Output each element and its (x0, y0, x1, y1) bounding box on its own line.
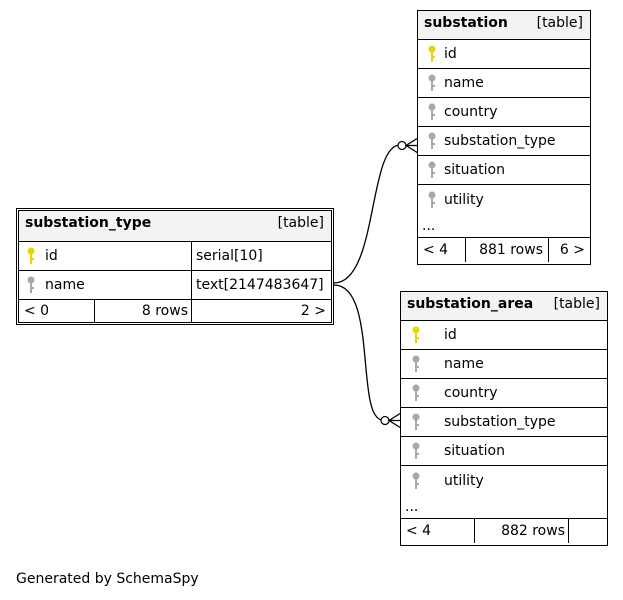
column-row-substation-type[interactable]: substation_type (418, 127, 590, 156)
footer-divider (94, 300, 95, 322)
parents-count-link[interactable]: < 4 (423, 242, 449, 258)
edge-area-to-type (333, 284, 384, 421)
row-count: 881 rows (479, 242, 543, 258)
footer-divider (548, 238, 549, 262)
children-count-link[interactable]: 6 > (559, 242, 585, 258)
column-row-id[interactable]: id (418, 40, 590, 69)
more-columns-row: ... (401, 495, 607, 519)
table-header: substation_type [table] (19, 211, 331, 242)
column-row-country[interactable]: country (418, 98, 590, 127)
column-type: text[2147483647] (196, 277, 324, 293)
column-key-icon (412, 472, 420, 490)
column-row-country[interactable]: country (401, 379, 607, 408)
generated-by-label: Generated by SchemaSpy (16, 571, 199, 587)
column-key-icon (412, 384, 420, 402)
column-key-icon (412, 413, 420, 431)
footer-divider (465, 238, 466, 262)
column-key-icon (412, 355, 420, 373)
edge-crowfoot-marker (404, 137, 419, 154)
column-name: substation_type (444, 414, 556, 430)
table-kind-label: [table] (536, 15, 583, 31)
column-divider (191, 242, 192, 270)
column-name: name (444, 75, 484, 91)
parents-count-link[interactable]: < 0 (24, 303, 50, 319)
column-row-utility[interactable]: utility (418, 185, 590, 214)
column-name: situation (444, 443, 505, 459)
column-name: name (45, 277, 85, 293)
column-key-icon (428, 191, 436, 209)
primary-key-icon (412, 326, 420, 344)
column-row-utility[interactable]: utility (401, 466, 607, 495)
column-name: id (444, 46, 457, 62)
column-name: country (444, 104, 498, 120)
table-name: substation_area (407, 296, 534, 312)
column-row-situation[interactable]: situation (401, 437, 607, 466)
table-substation[interactable]: substation [table] id name country substati… (417, 10, 591, 265)
column-name: substation_type (444, 133, 556, 149)
column-key-icon (428, 103, 436, 121)
column-row-id[interactable]: id (401, 321, 607, 350)
column-row-situation[interactable]: situation (418, 156, 590, 185)
parents-count-link[interactable]: < 4 (406, 523, 432, 539)
primary-key-icon (27, 247, 35, 265)
table-footer: < 4 882 rows (401, 519, 607, 543)
ellipsis: ... (422, 217, 436, 234)
column-row-name[interactable]: name text[2147483647] (19, 271, 331, 300)
table-header: substation [table] (418, 11, 590, 40)
column-name: id (45, 248, 58, 264)
row-count: 882 rows (501, 523, 565, 539)
footer-divider (191, 300, 192, 322)
more-columns-row: ... (418, 214, 590, 238)
column-key-icon (428, 132, 436, 150)
row-count: 8 rows (141, 303, 188, 319)
column-key-icon (428, 74, 436, 92)
column-row-id[interactable]: id serial[10] (19, 242, 331, 271)
table-footer: < 4 881 rows 6 > (418, 238, 590, 262)
column-key-icon (412, 442, 420, 460)
column-divider (191, 271, 192, 299)
column-key-icon (27, 276, 35, 294)
primary-key-icon (428, 45, 436, 63)
footer-divider (568, 519, 569, 543)
column-key-icon (428, 161, 436, 179)
column-name: utility (444, 191, 484, 208)
table-substation-type[interactable]: substation_type [table] id serial[10] na… (16, 208, 334, 325)
column-row-substation-type[interactable]: substation_type (401, 408, 607, 437)
table-substation-area[interactable]: substation_area [table] id name country sub… (400, 291, 608, 546)
column-name: id (444, 327, 457, 343)
edge-crowfoot-marker (387, 412, 402, 429)
column-row-name[interactable]: name (418, 69, 590, 98)
column-name: situation (444, 162, 505, 178)
table-header: substation_area [table] (401, 292, 607, 321)
column-row-name[interactable]: name (401, 350, 607, 379)
table-name: substation_type (25, 215, 152, 231)
table-name: substation (424, 15, 508, 31)
edge-substation-to-type (333, 144, 401, 284)
table-kind-label: [table] (277, 215, 324, 231)
column-type: serial[10] (196, 248, 263, 264)
ellipsis: ... (405, 498, 419, 515)
column-name: country (444, 385, 498, 401)
column-name: name (444, 356, 484, 372)
table-footer: < 0 8 rows 2 > (19, 300, 331, 322)
children-count-link[interactable]: 2 > (300, 303, 326, 319)
footer-divider (474, 519, 475, 543)
table-kind-label: [table] (553, 296, 600, 312)
column-name: utility (444, 472, 484, 489)
